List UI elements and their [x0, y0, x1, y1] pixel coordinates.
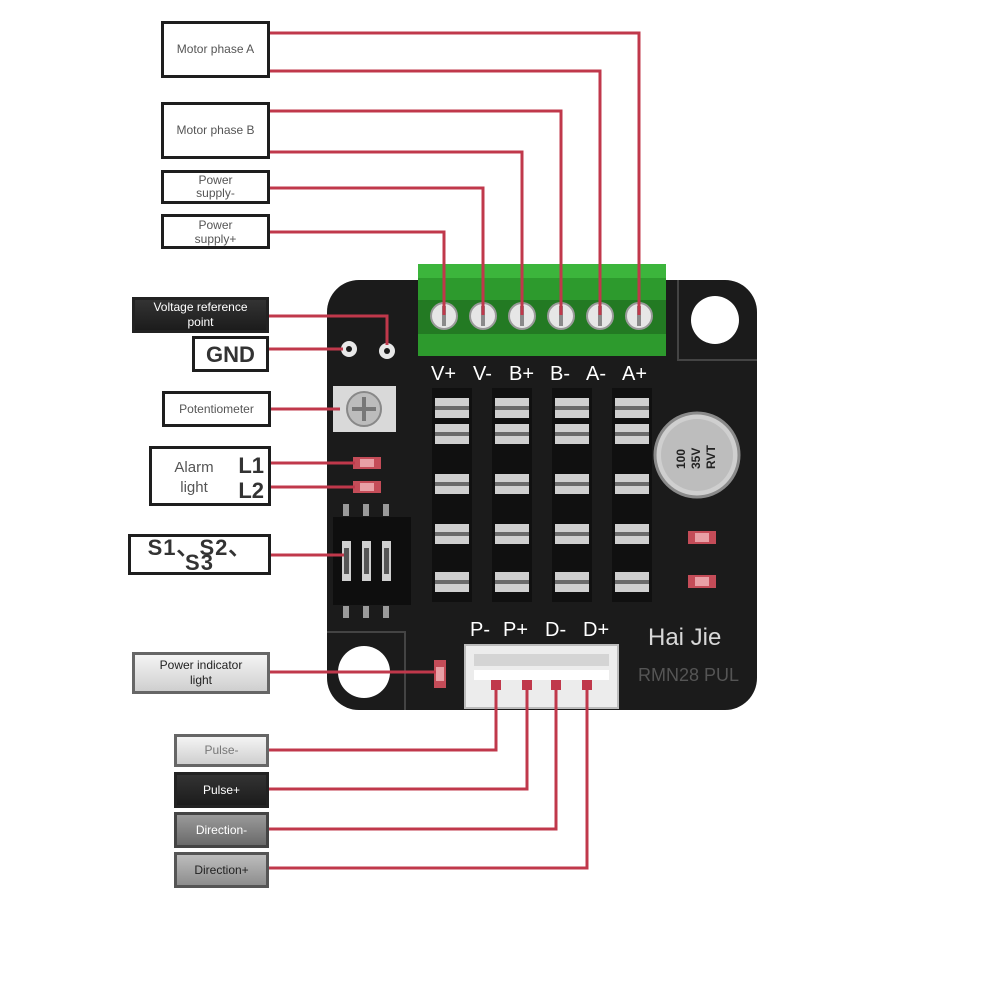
terminal-label-a-plus: A+ — [622, 363, 647, 385]
alarm-l1-text: L1 — [238, 453, 264, 478]
label-alarm-light: Alarm light L1 L2 — [149, 446, 271, 506]
label-potentiometer: Potentiometer — [162, 391, 271, 427]
power-motor-terminal-block — [418, 264, 666, 356]
label-gnd: GND — [192, 336, 269, 372]
signal-connector — [464, 644, 619, 709]
wire-pulse-minus — [269, 686, 498, 752]
wire-motor-phase-a-2 — [270, 69, 602, 315]
label-motor-phase-b: Motor phase B — [161, 102, 270, 159]
terminal-label-v-plus: V+ — [431, 363, 456, 385]
terminal-label-a-minus: A- — [586, 363, 606, 385]
label-motor-phase-a: Motor phase A — [161, 21, 270, 78]
top-terminal-labels: V+ V- B+ B- A- A+ — [431, 363, 647, 385]
wire-power-minus — [270, 186, 485, 315]
label-power-indicator-light: Power indicator light — [132, 652, 270, 694]
alarm-l2-text: L2 — [238, 478, 264, 503]
capacitor-text-100: 100 — [674, 449, 688, 469]
wire-voltage-reference — [269, 314, 389, 345]
wire-power-plus — [270, 230, 446, 315]
terminal-label-v-minus: V- — [473, 363, 492, 385]
wire-direction-plus — [269, 686, 589, 870]
wire-motor-phase-a-1 — [270, 31, 641, 315]
wire-motor-phase-b-2 — [270, 150, 524, 315]
capacitor-text-rvt: RVT — [704, 445, 718, 469]
terminal-label-p-plus: P+ — [503, 619, 528, 641]
terminal-label-d-minus: D- — [545, 619, 566, 641]
dip-switch-s1-s3 — [333, 504, 411, 618]
wire-pulse-plus — [269, 686, 529, 791]
wire-motor-phase-b-1 — [270, 109, 563, 315]
mounting-hole-top-right — [691, 296, 739, 344]
capacitor-text-35v: 35V — [689, 448, 703, 469]
label-power-supply-minus: Power supply- — [161, 170, 270, 204]
label-direction-minus: Direction- — [174, 812, 269, 848]
bottom-terminal-labels: P- P+ D- D+ — [470, 619, 609, 641]
potentiometer-component — [333, 386, 396, 432]
terminal-label-d-plus: D+ — [583, 619, 609, 641]
label-voltage-reference-point: Voltage reference point — [132, 297, 269, 333]
pcb-board — [327, 280, 757, 710]
terminal-label-p-minus: P- — [470, 619, 490, 641]
label-pulse-plus: Pulse+ — [174, 772, 269, 808]
board-model: RMN28 PUL — [638, 665, 739, 685]
callout-wires — [269, 31, 641, 870]
driver-transistor-array — [432, 388, 652, 602]
wire-direction-minus — [269, 686, 558, 831]
label-direction-plus: Direction+ — [174, 852, 269, 888]
board-brand: Hai Jie — [648, 624, 721, 651]
terminal-label-b-plus: B+ — [509, 363, 534, 385]
label-power-supply-plus: Power supply+ — [161, 214, 270, 249]
label-switches: S1、S2、S3 — [128, 534, 271, 575]
label-pulse-minus: Pulse- — [174, 734, 269, 767]
alarm-light-text: Alarm light — [174, 459, 214, 496]
electrolytic-capacitor: 100 35V RVT — [653, 411, 741, 499]
terminal-label-b-minus: B- — [550, 363, 570, 385]
